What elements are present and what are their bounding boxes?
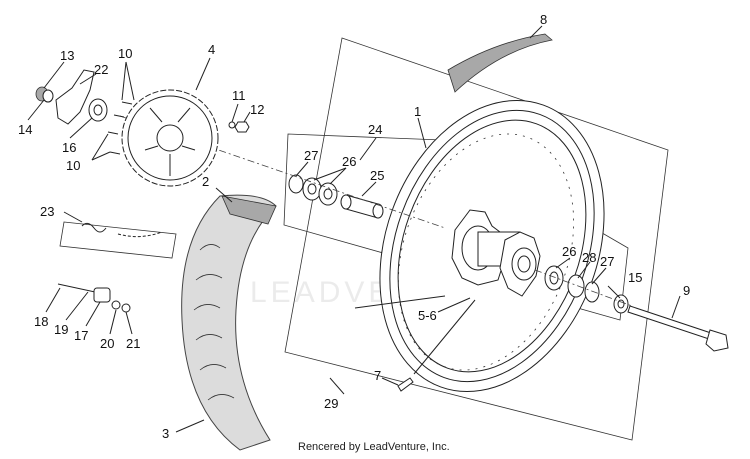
right-bearing-seal-part [544, 265, 600, 303]
leader-lines [27, 25, 681, 433]
nut-12-part [234, 121, 250, 133]
callout-22: 22 [94, 62, 108, 77]
callout-20: 20 [100, 336, 114, 351]
callout-15: 15 [628, 270, 642, 285]
hub-part [451, 209, 541, 297]
callout-7: 7 [374, 368, 381, 383]
callout-3: 3 [162, 426, 169, 441]
washer-11-part [228, 121, 236, 129]
axle-assembly-frame [283, 133, 629, 321]
chain-part [59, 221, 177, 259]
callout-23: 23 [40, 204, 54, 219]
callout-18: 18 [34, 314, 48, 329]
callout-29: 29 [324, 396, 338, 411]
callout-12: 12 [250, 102, 264, 117]
callout-26-left: 26 [342, 154, 356, 169]
callout-1: 1 [414, 104, 421, 119]
render-credit: Rencered by LeadVenture, Inc. [298, 441, 450, 453]
left-spacer-part [35, 86, 54, 103]
callout-5-6: 5-6 [418, 308, 437, 323]
callout-21: 21 [126, 336, 140, 351]
axle-centerline-right [534, 269, 633, 307]
callout-2: 2 [202, 174, 209, 189]
callout-17: 17 [74, 328, 88, 343]
callout-10-bottom: 10 [66, 158, 80, 173]
callout-25: 25 [370, 168, 384, 183]
callout-27-left: 27 [304, 148, 318, 163]
sprocket-part [121, 89, 219, 187]
callout-19: 19 [54, 322, 68, 337]
callout-28: 28 [582, 250, 596, 265]
axle-spacer-part [340, 194, 384, 219]
callout-9: 9 [683, 283, 690, 298]
callout-14: 14 [18, 122, 32, 137]
callout-4: 4 [208, 42, 215, 57]
callout-24: 24 [368, 122, 382, 137]
spoke-line-b [354, 295, 446, 309]
callout-8: 8 [540, 12, 547, 27]
rim-tape-part [447, 33, 553, 93]
callout-16: 16 [62, 140, 76, 155]
callout-10-top: 10 [118, 46, 132, 61]
spoke-nipple-part [397, 377, 414, 392]
callout-11: 11 [232, 88, 246, 103]
sprocket-spacer-part [88, 98, 108, 122]
axle-spacer-right-part [613, 294, 629, 314]
tire-part [181, 194, 277, 451]
callout-13: 13 [60, 48, 74, 63]
chain-adjuster-part [57, 283, 131, 313]
axle-bolt-part [627, 305, 729, 352]
axle-centerline [119, 115, 446, 229]
left-circlip-part [288, 174, 304, 194]
sprocket-bolts-part [107, 101, 133, 155]
bracket-part [55, 69, 95, 125]
left-bearings-part [302, 177, 338, 206]
spoke-line-a [413, 299, 476, 375]
callout-26-right: 26 [562, 244, 576, 259]
callout-27-right: 27 [600, 254, 614, 269]
